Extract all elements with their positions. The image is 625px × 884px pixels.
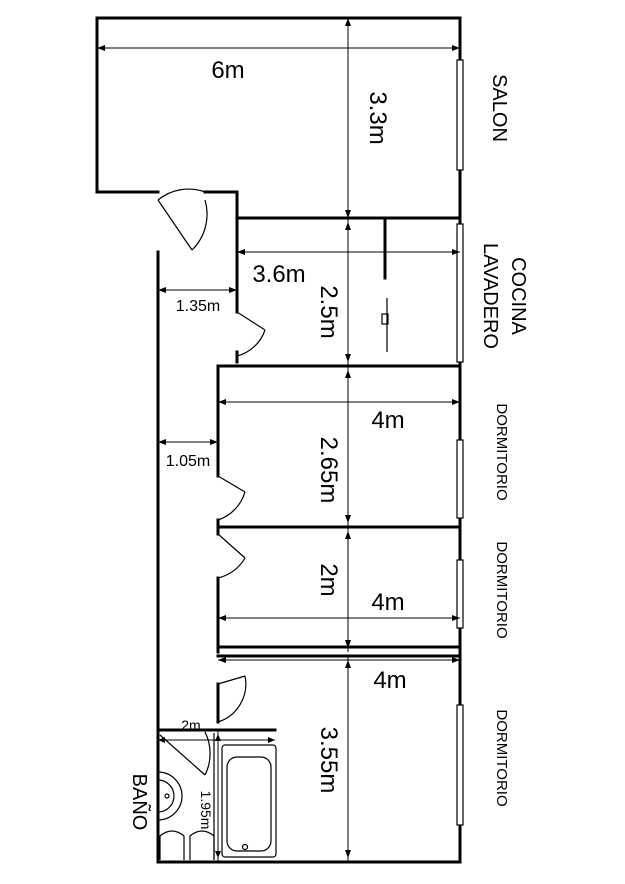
door-dorm-2 bbox=[217, 533, 246, 579]
toilet bbox=[159, 830, 185, 860]
dim-salon-width: 6m bbox=[211, 57, 244, 84]
dim-bano-depth: 1.95m bbox=[198, 791, 214, 830]
window-dorm-2 bbox=[456, 559, 464, 629]
bathtub bbox=[221, 744, 277, 858]
label-bano: BAÑO bbox=[128, 774, 152, 831]
cocina-fixtures bbox=[381, 298, 389, 352]
bano-fixtures bbox=[157, 733, 277, 860]
dim-hall-lower: 1.05m bbox=[166, 453, 210, 470]
label-salon: SALON bbox=[488, 74, 510, 142]
window-salon bbox=[456, 59, 464, 171]
label-lavadero: LAVADERO bbox=[479, 243, 501, 349]
dim-dorm3-width: 4m bbox=[373, 667, 406, 694]
dim-cocina-width: 3.6m bbox=[252, 261, 305, 288]
dim-salon-depth: 3.3m bbox=[364, 91, 391, 144]
window-cocina bbox=[456, 223, 464, 363]
walls bbox=[95, 16, 462, 864]
door-bano bbox=[159, 731, 211, 776]
dim-dorm2-width: 4m bbox=[371, 589, 404, 616]
door-salon bbox=[157, 188, 208, 251]
room-labels: SALON COCINA LAVADERO DORMITORIO DORMITO… bbox=[128, 74, 529, 830]
doors bbox=[157, 188, 266, 776]
label-cocina: COCINA bbox=[507, 257, 529, 335]
dim-dorm1-width: 4m bbox=[371, 407, 404, 434]
dim-hall-upper: 1.35m bbox=[176, 298, 220, 315]
dim-dorm3-depth: 3.55m bbox=[315, 727, 342, 794]
dimension-lines bbox=[97, 18, 460, 862]
dim-bano-width: 2m bbox=[181, 717, 200, 733]
window-dorm-3 bbox=[456, 704, 464, 826]
label-dormitorio-3: DORMITORIO bbox=[493, 709, 510, 806]
windows bbox=[456, 59, 464, 826]
bidet bbox=[189, 830, 215, 860]
dim-dorm2-depth: 2m bbox=[315, 563, 342, 596]
washbasin bbox=[157, 771, 183, 821]
door-dorm-3 bbox=[217, 675, 247, 723]
door-cocina bbox=[236, 311, 266, 357]
dim-cocina-depth: 2.5m bbox=[315, 285, 342, 338]
label-dormitorio-1: DORMITORIO bbox=[493, 403, 510, 500]
door-dorm-1 bbox=[217, 475, 246, 521]
dimension-labels: 6m 3.3m 3.6m 2.5m 1.35m 1.05m 4m 2.65m 4… bbox=[166, 57, 407, 829]
label-dormitorio-2: DORMITORIO bbox=[493, 541, 510, 638]
dim-dorm1-depth: 2.65m bbox=[315, 437, 342, 504]
window-dorm-1 bbox=[456, 439, 464, 519]
